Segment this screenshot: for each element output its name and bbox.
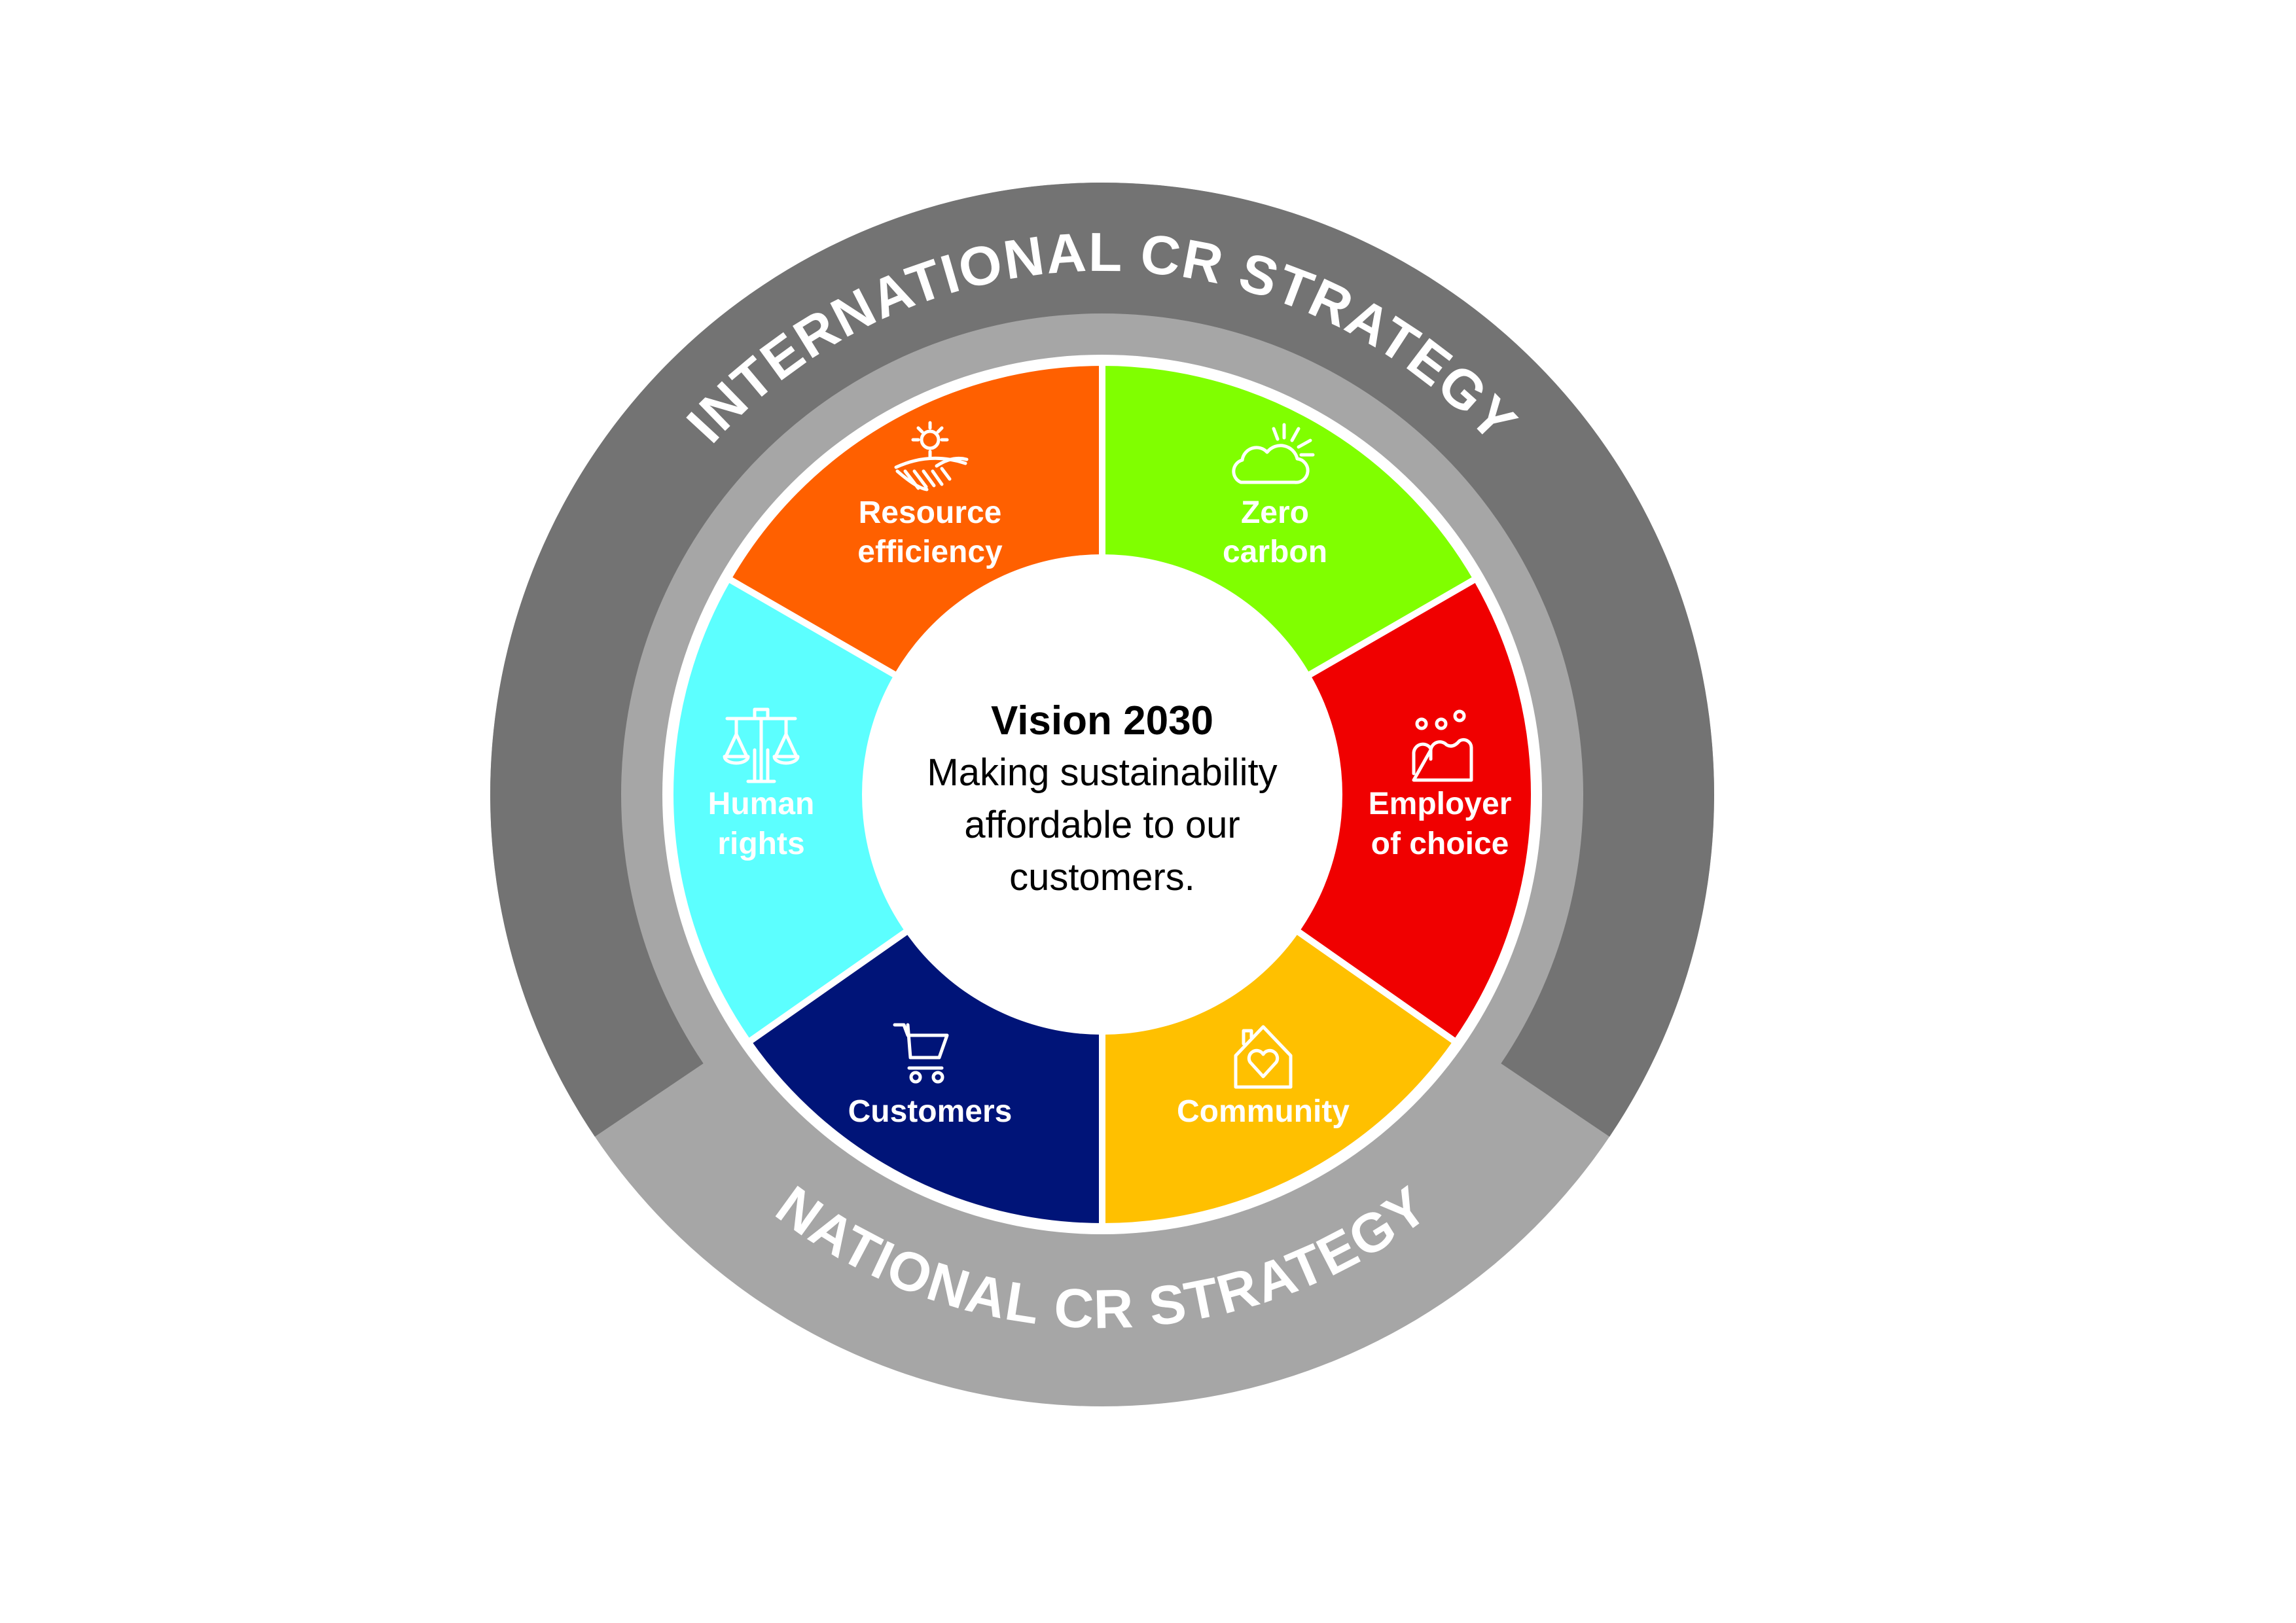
zero-carbon-label-1: Zero	[1241, 495, 1309, 530]
community-label: Community	[1177, 1094, 1350, 1129]
resource-efficiency-label-2: efficiency	[857, 535, 1003, 569]
scales-icon	[723, 707, 800, 783]
human-rights-label-1: Human	[708, 787, 815, 821]
house-heart-icon	[1234, 1025, 1293, 1089]
vision-line-3: customers.	[1009, 856, 1195, 899]
resource-efficiency-label-1: Resource	[859, 495, 1002, 530]
vision-line-2: affordable to our	[964, 804, 1240, 846]
center-circle	[862, 554, 1342, 1035]
zero-carbon-label-2: carbon	[1223, 535, 1327, 569]
vision-title: Vision 2030	[991, 698, 1213, 743]
customers-label: Customers	[848, 1094, 1013, 1129]
sun-field-icon	[894, 421, 969, 491]
shopping-cart-icon	[893, 1023, 949, 1084]
employer-of-choice-label-2: of choice	[1371, 827, 1509, 861]
cloud-sun-icon	[1232, 423, 1315, 484]
employer-of-choice-label-1: Employer	[1369, 787, 1512, 821]
people-icon	[1412, 709, 1473, 782]
human-rights-label-2: rights	[717, 827, 804, 861]
vision-line-1: Making sustainability	[927, 751, 1277, 794]
international-ring	[490, 183, 1715, 1137]
